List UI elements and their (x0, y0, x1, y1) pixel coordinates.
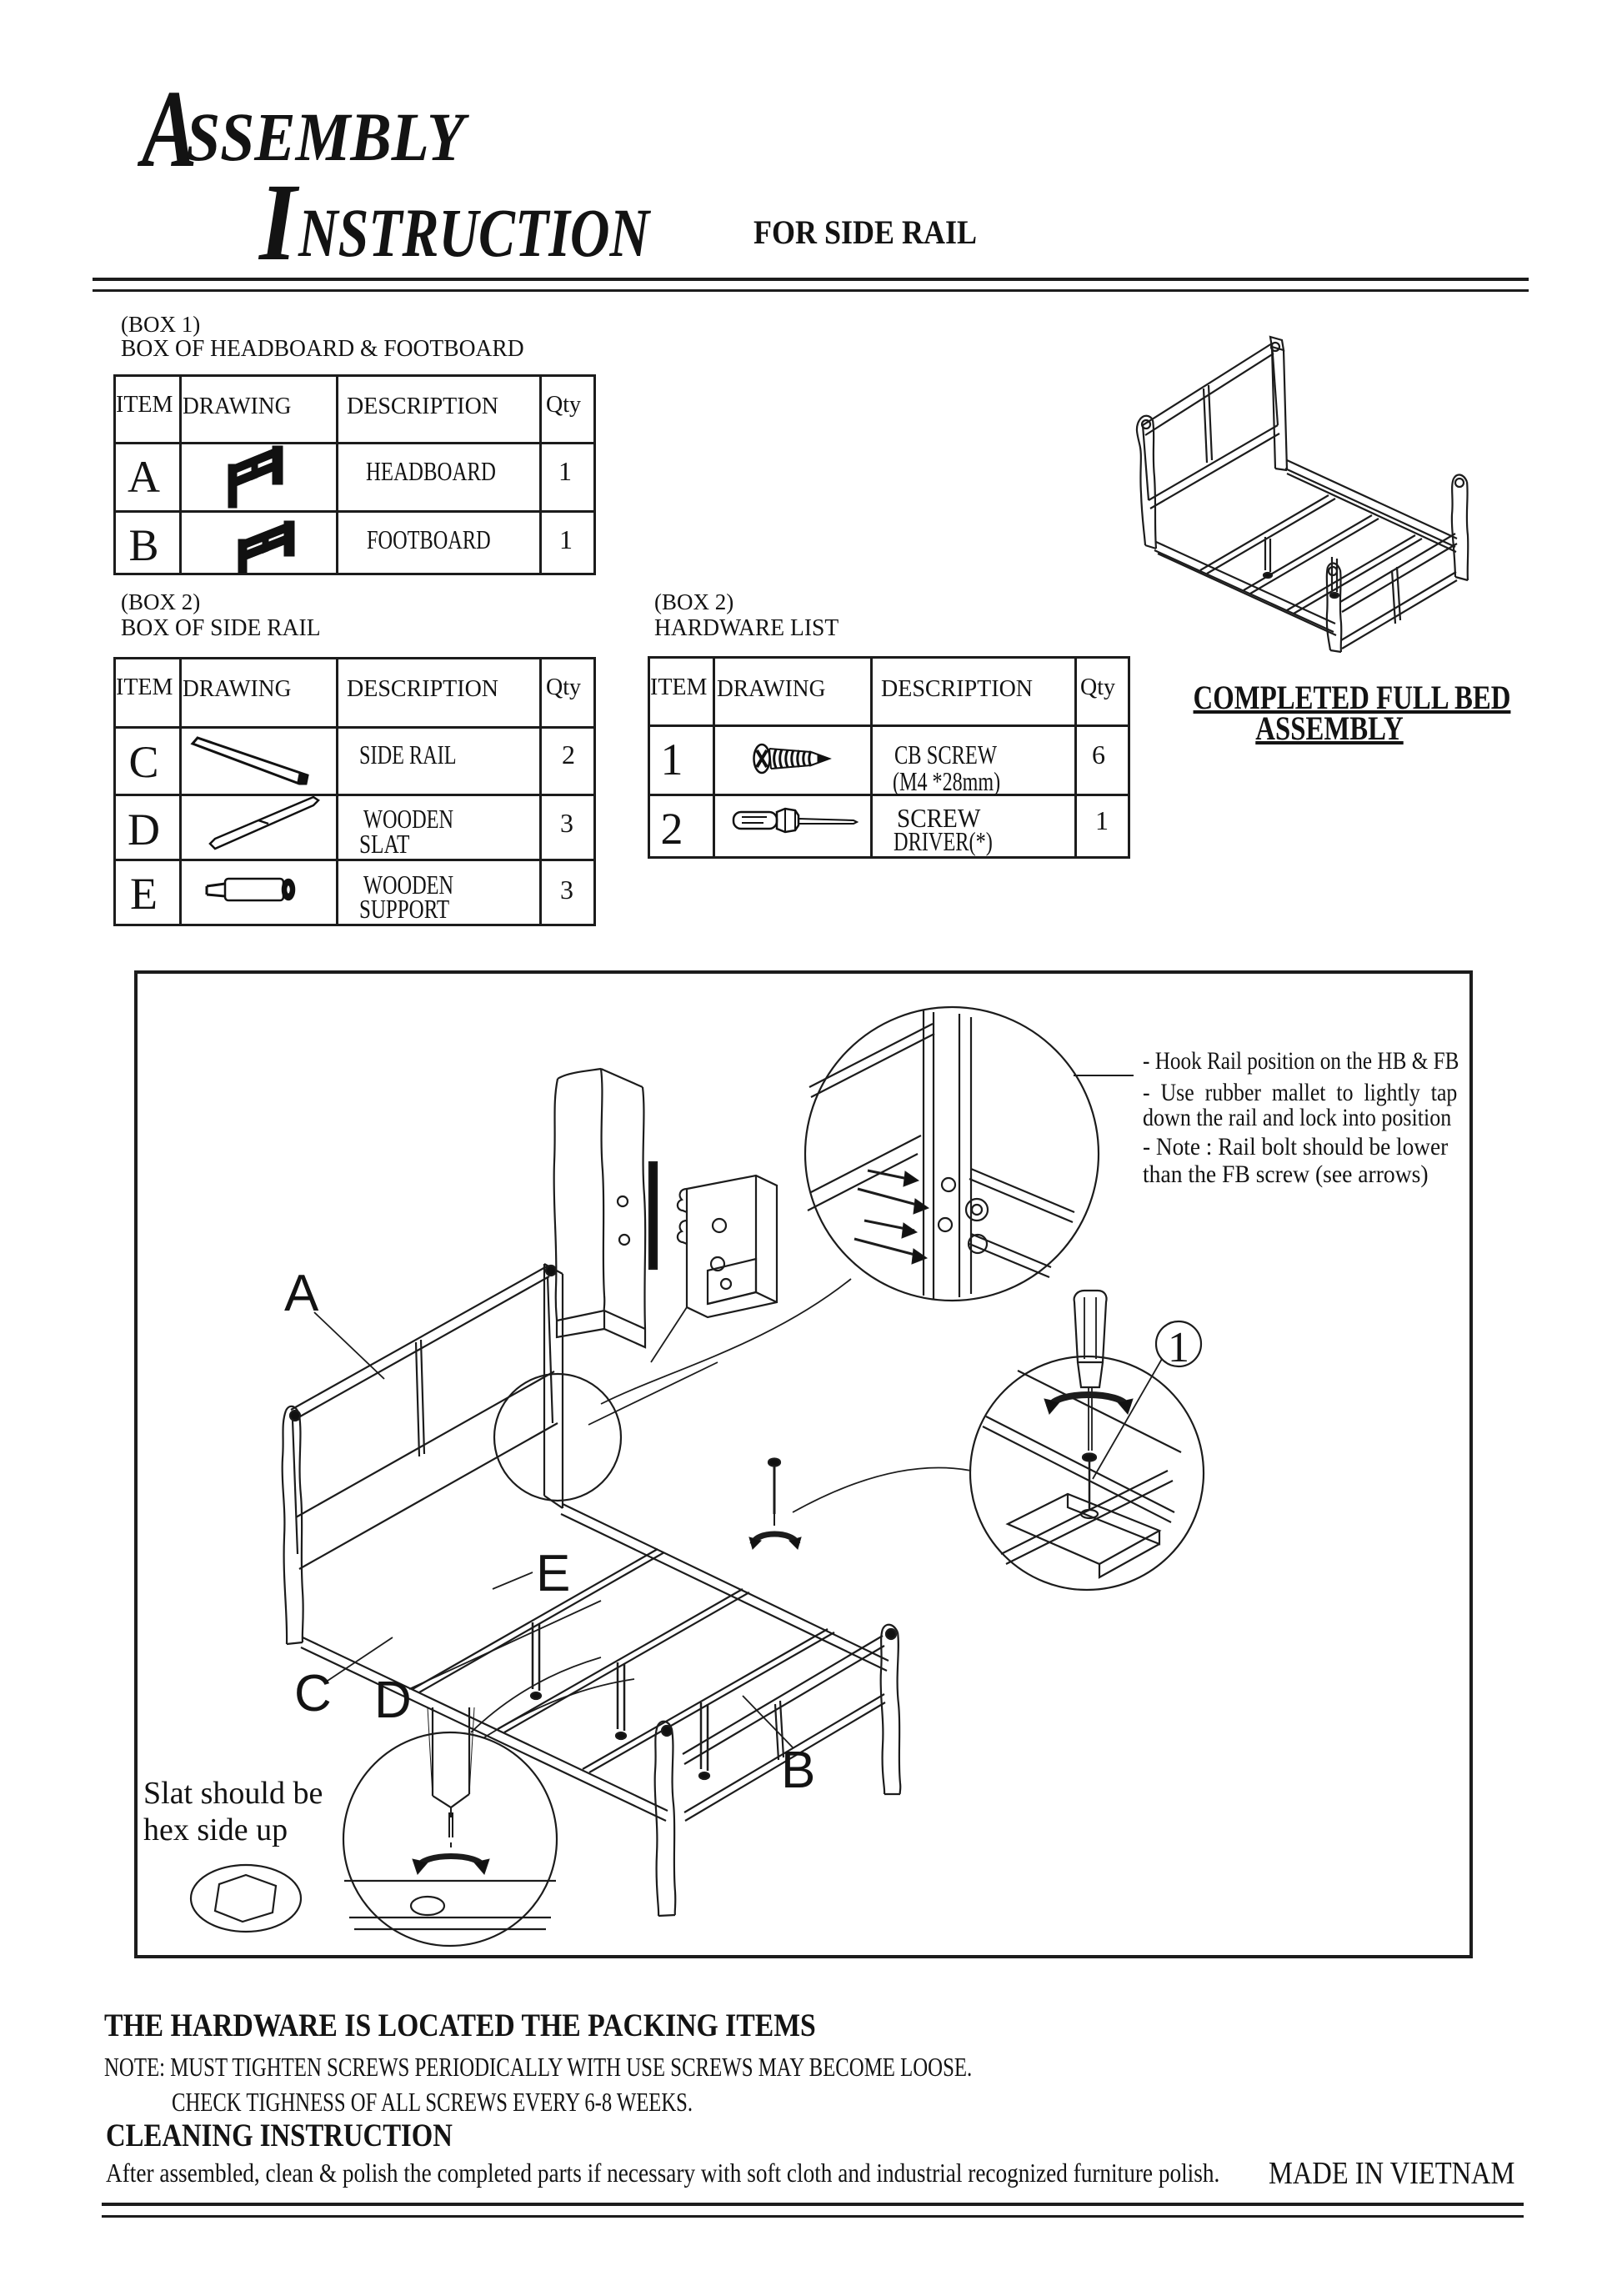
svg-text:B: B (781, 1742, 815, 1799)
svg-text:D: D (374, 1672, 412, 1729)
svg-text:E: E (536, 1545, 570, 1602)
svg-text:C: C (294, 1665, 332, 1722)
svg-text:1: 1 (1168, 1324, 1189, 1371)
svg-text:A: A (284, 1265, 319, 1322)
